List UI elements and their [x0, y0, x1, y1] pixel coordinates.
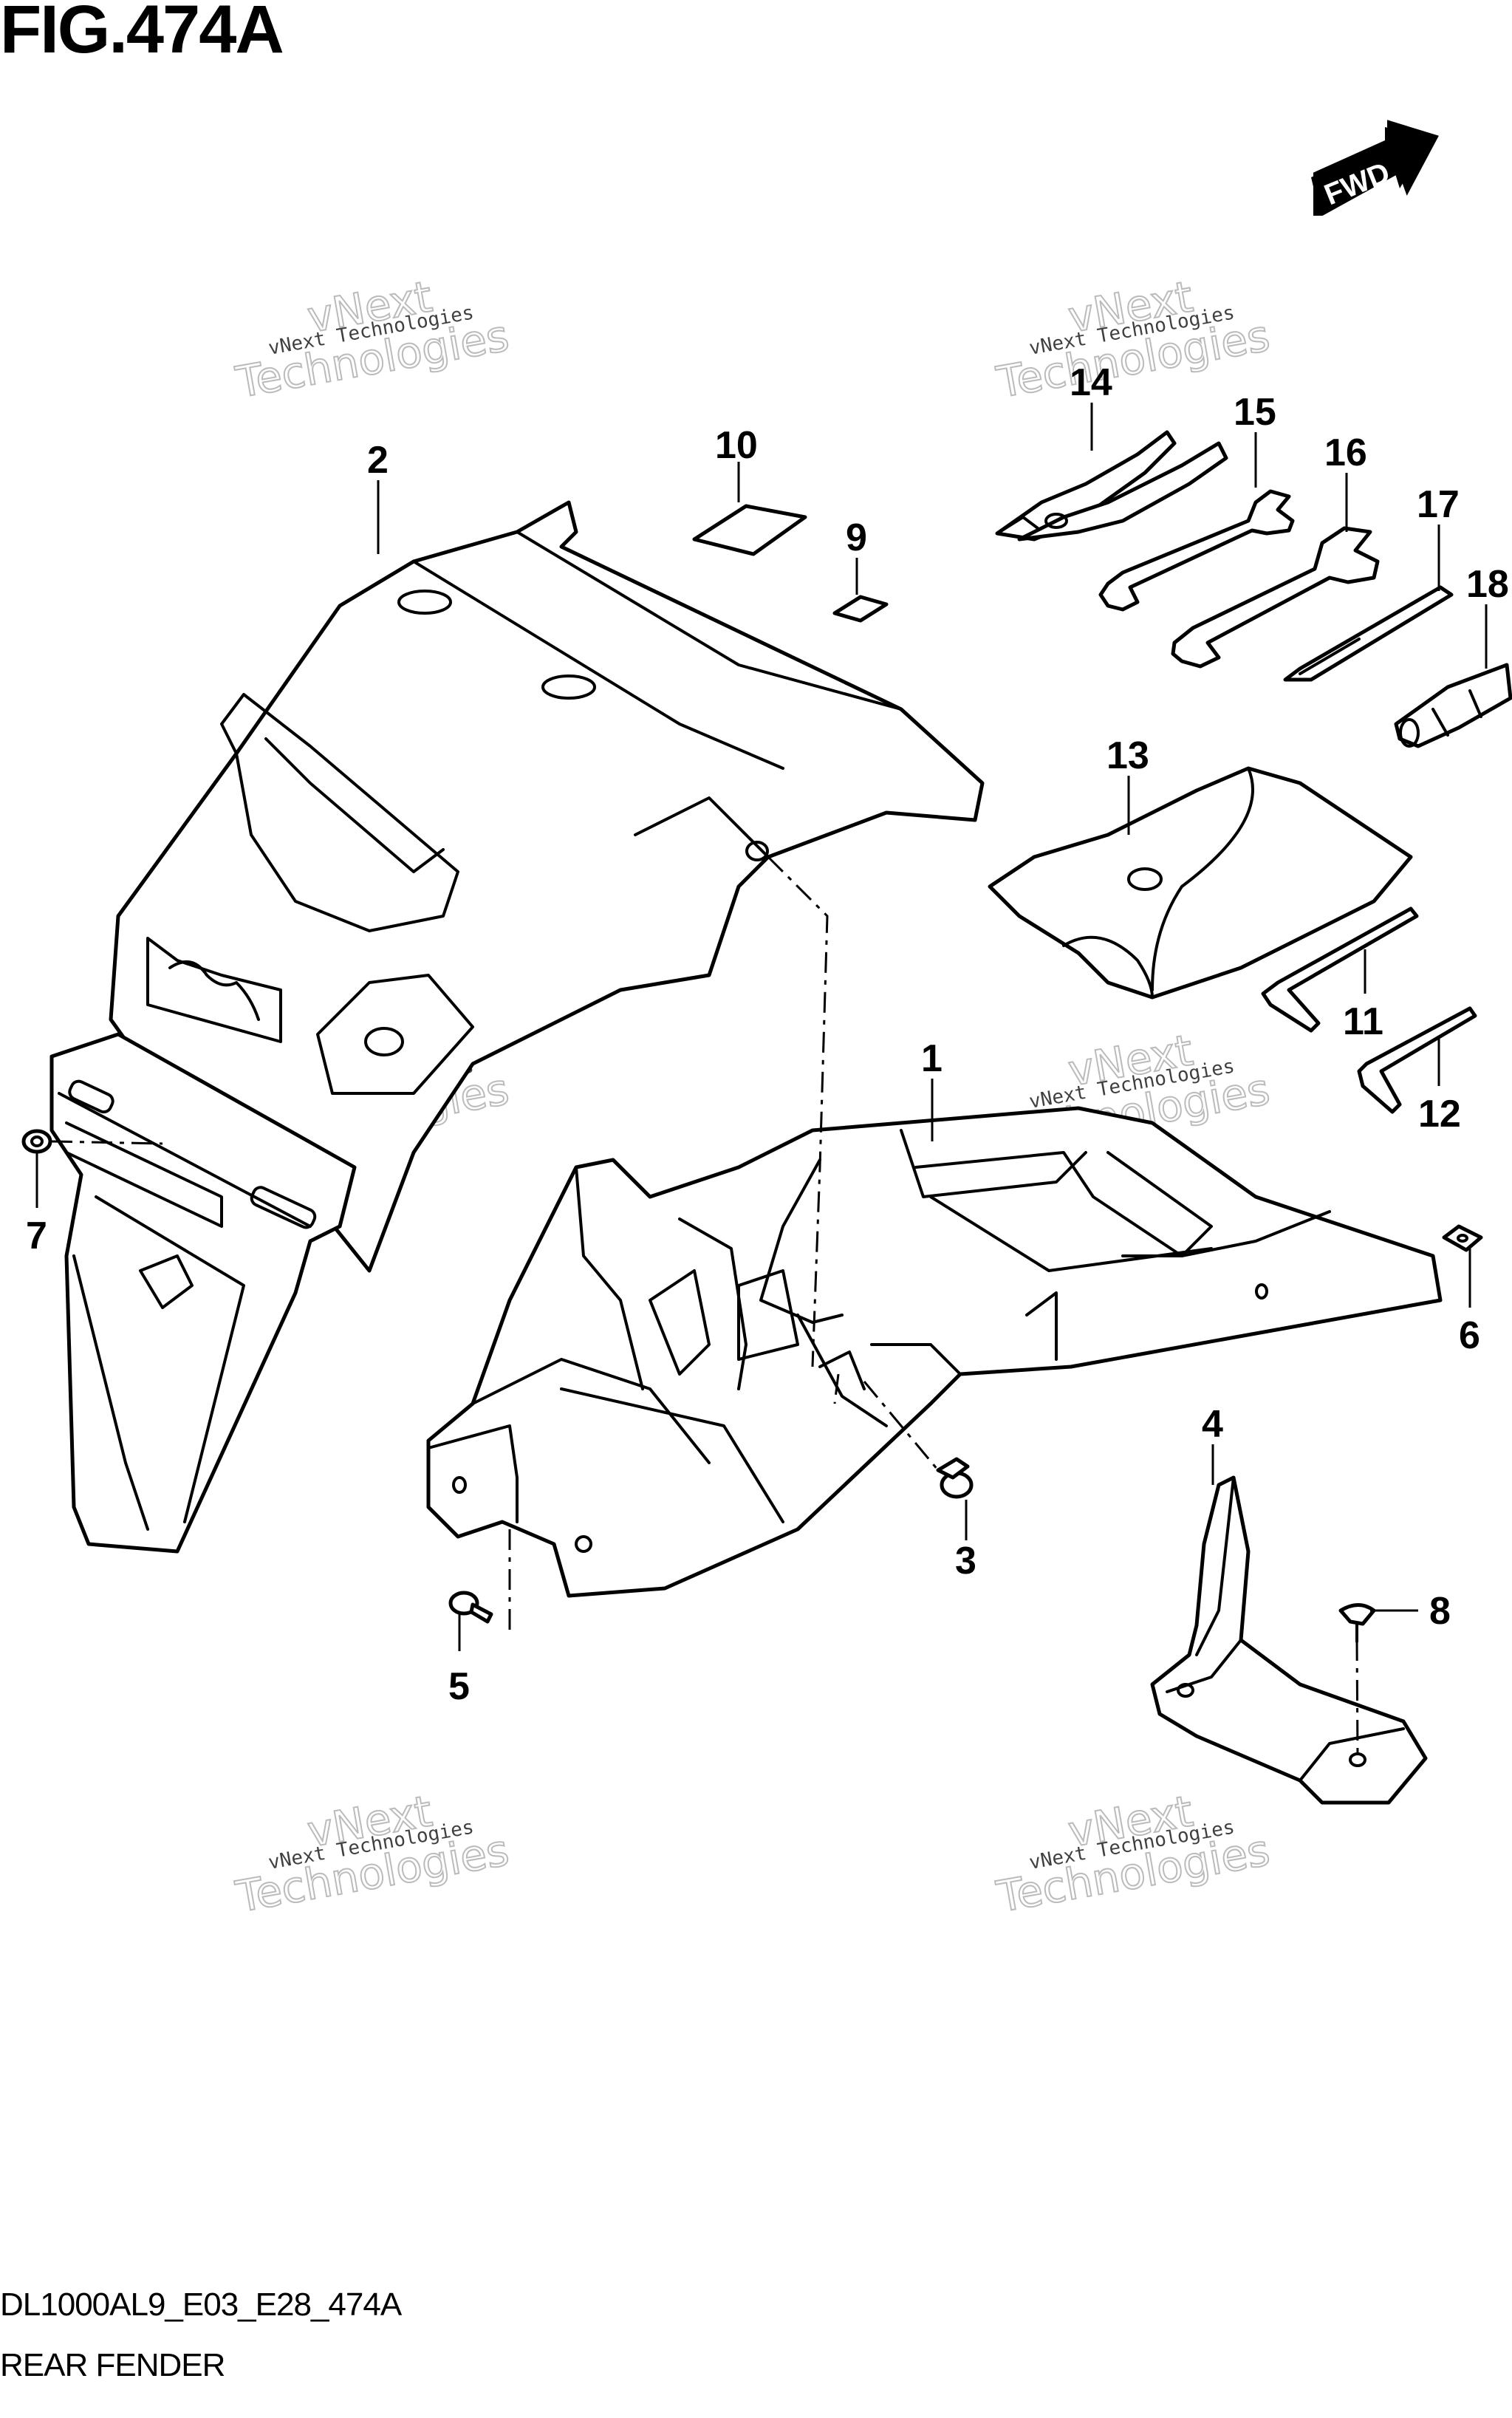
callout-18: 18	[1466, 563, 1509, 606]
assembly-lines	[51, 855, 1359, 1759]
section-name: REAR FENDER	[0, 2347, 225, 2383]
model-code: DL1000AL9_E03_E28_474A	[0, 2286, 402, 2323]
callout-7: 7	[26, 1215, 47, 1257]
screw-icon	[1338, 1603, 1376, 1643]
callout-14: 14	[1070, 361, 1112, 404]
hex-key-icon	[1261, 906, 1419, 1033]
rear-fender-inner-icon	[426, 1106, 1443, 1598]
callout-1: 1	[921, 1037, 943, 1080]
tool-bag-icon	[988, 766, 1413, 1000]
figure-title: FIG.474A	[0, 0, 284, 67]
hex-key-icon	[1357, 1006, 1477, 1114]
callout-13: 13	[1106, 734, 1149, 777]
pad-icon	[832, 595, 889, 623]
callout-15: 15	[1234, 391, 1276, 434]
callout-8: 8	[1429, 1590, 1451, 1633]
watermark: vNext vNext Technologies Technologies	[231, 1785, 513, 1923]
screwdriver-icon	[1283, 585, 1454, 682]
screwdriver-handle-icon	[1394, 663, 1512, 748]
washer-icon	[21, 1129, 52, 1154]
callout-4: 4	[1202, 1403, 1223, 1446]
bolt-icon	[936, 1457, 974, 1499]
callout-5: 5	[448, 1665, 470, 1708]
leader-lines	[35, 403, 1488, 1651]
callout-12: 12	[1418, 1093, 1461, 1135]
callout-9: 9	[846, 516, 867, 559]
wrench-icon	[1171, 526, 1380, 669]
callout-labels: 1 2 3 4 5 6 7 8 9 10 11 12 13 14 15 16 1…	[26, 361, 1509, 1708]
callout-16: 16	[1324, 431, 1367, 474]
fwd-arrow-icon: FWD	[1311, 120, 1439, 216]
callout-11: 11	[1343, 1000, 1383, 1043]
watermark: vNext vNext Technologies Technologies	[231, 270, 513, 409]
wrench-icon	[1098, 489, 1295, 612]
pliers-icon	[995, 430, 1228, 542]
watermark: vNext vNext Technologies Technologies	[992, 1785, 1274, 1923]
bracket-icon	[1150, 1475, 1428, 1805]
pad-icon	[692, 504, 807, 556]
license-bracket-icon	[49, 1032, 357, 1554]
watermark: vNext vNext Technologies Technologies	[992, 270, 1274, 409]
bolt-icon	[448, 1591, 493, 1624]
callout-17: 17	[1417, 483, 1460, 526]
nut-clip-icon	[1442, 1224, 1483, 1252]
callout-3: 3	[955, 1540, 976, 1582]
callout-2: 2	[367, 439, 389, 482]
callout-6: 6	[1459, 1314, 1480, 1357]
callout-10: 10	[715, 424, 758, 467]
